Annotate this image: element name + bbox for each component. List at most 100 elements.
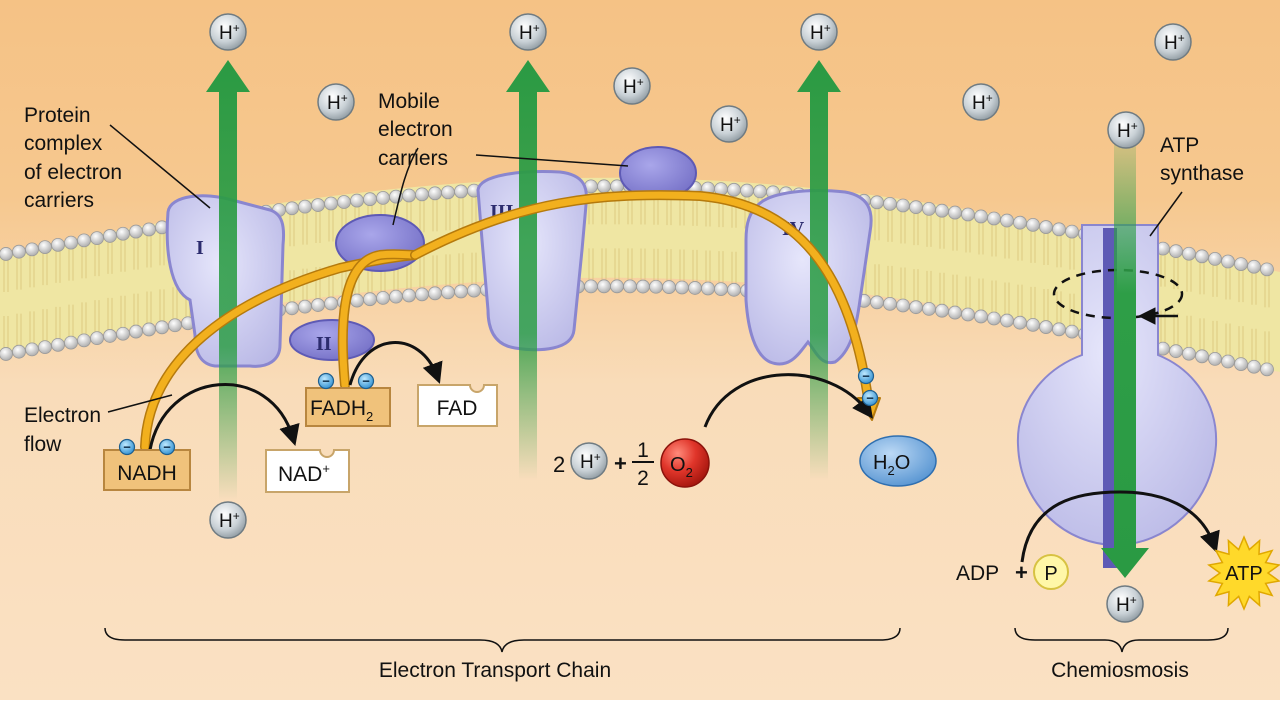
atp-burst-icon (1207, 535, 1280, 611)
lipid-head (51, 237, 65, 252)
lipid-head (350, 293, 364, 308)
hydrogen-ion-label: H+ (1117, 119, 1138, 142)
complex-ii (289, 319, 375, 361)
electron-sign: − (322, 374, 330, 389)
lipid-head (402, 188, 416, 203)
lipid-head (1000, 213, 1014, 228)
lipid-head (610, 279, 624, 294)
mobile-carriers-label-line: carriers (378, 147, 448, 170)
lipid-head (337, 195, 351, 209)
lipid-head (727, 182, 741, 197)
electron-flow-path (140, 190, 881, 452)
lipid-head (883, 296, 897, 311)
lipid-head (454, 184, 468, 199)
lipid-head (129, 224, 143, 239)
lipid-head (1260, 262, 1274, 277)
lipid-head (25, 242, 39, 257)
hydrogen-ion-label: H+ (1116, 593, 1137, 616)
lipid-head (25, 342, 39, 357)
lipid-head (675, 280, 689, 295)
lipid-head (38, 240, 52, 255)
electron-icon: − (357, 372, 375, 390)
adp-label: ADP (956, 562, 999, 585)
electron-sign: − (866, 391, 874, 406)
hydrogen-ion-label: H+ (219, 21, 240, 44)
oxygen-icon (660, 438, 710, 488)
bottom-margin (0, 700, 1280, 720)
complex-label: I (196, 237, 204, 259)
lipid-head (324, 296, 338, 311)
lipid-head (909, 300, 923, 315)
mobile-carriers-label-line: Mobile (378, 90, 440, 113)
proton-pump-arrows (206, 60, 1149, 578)
lipid-head (1039, 320, 1053, 334)
lipid-head (90, 231, 104, 246)
annotations: Protein complex of electron carriers Mob… (24, 90, 1244, 456)
fadh2-label: FADH2 (310, 397, 373, 424)
hydrogen-ion-icon: H+ (613, 67, 651, 105)
hydrogen-ion-icon: H+ (209, 13, 247, 51)
lipid-head (90, 331, 104, 346)
lipid-head (64, 335, 78, 350)
lipid-head (1065, 224, 1079, 239)
hydrogen-ion-icon: H+ (1106, 585, 1144, 623)
nad-box: NAD+ (265, 449, 350, 493)
nad-label: NAD+ (278, 461, 330, 486)
hydrogen-ion-label: H+ (1164, 31, 1185, 54)
lipid-head (415, 187, 429, 202)
lipid-head (948, 305, 962, 320)
electron-sign: − (123, 440, 131, 455)
hydrogen-ion-label: H+ (519, 21, 540, 44)
lipid-head (1221, 254, 1235, 269)
lipid-head (298, 199, 312, 214)
lipid-head (129, 324, 143, 339)
hydrogen-ion-icon: H+ (710, 105, 748, 143)
lipid-head (1182, 346, 1196, 361)
lipid-head (64, 235, 78, 250)
lipid-head (1260, 362, 1274, 377)
lipid-head (155, 320, 169, 335)
lipid-head (1169, 244, 1183, 259)
lipid-head (714, 282, 728, 296)
hydrogen-ion-icon: H+ (800, 13, 838, 51)
lipid-head (428, 286, 442, 301)
lipid-head (0, 247, 13, 261)
lipid-head (688, 281, 702, 295)
lipid-head (1208, 252, 1222, 266)
lipid-head (285, 301, 299, 316)
protein-complex-label-line: carriers (24, 189, 94, 212)
lipid-head (415, 287, 429, 302)
oxygen-reaction: 2 + 1 2 O2 (553, 438, 710, 490)
hydrogen-ion-icon: H+ (962, 83, 1000, 121)
lipid-head (324, 196, 338, 211)
phosphate-icon (1033, 554, 1069, 590)
plus-sign: + (1015, 560, 1028, 585)
lipid-head (116, 326, 130, 341)
mobile-carriers-label-line: electron (378, 118, 453, 141)
lipid-head (0, 347, 13, 361)
lipid-head (1013, 215, 1027, 230)
lipid-head (909, 200, 923, 215)
electron-icon: − (317, 372, 335, 390)
lipid-head (740, 183, 754, 198)
oxygen-label: O2 (670, 454, 693, 480)
lipid-head (168, 318, 182, 333)
water-icon (859, 435, 937, 487)
atp-reaction: ADP + P ATP (956, 535, 1280, 611)
lipid-head (12, 344, 26, 359)
lipid-head (1234, 357, 1248, 372)
reaction-arrows (148, 341, 1220, 563)
lipid-head (935, 203, 949, 218)
lipid-head (961, 307, 975, 322)
lipid-head (1247, 359, 1261, 374)
lipid-head (441, 285, 455, 300)
nadh-label: NADH (117, 462, 177, 485)
lipid-head (1026, 217, 1040, 232)
lipid-head (1026, 317, 1040, 332)
hydrogen-ion-label: H+ (580, 450, 601, 473)
lipid-head (467, 283, 481, 298)
lipid-head (662, 280, 676, 294)
lipid-head (1195, 349, 1209, 364)
